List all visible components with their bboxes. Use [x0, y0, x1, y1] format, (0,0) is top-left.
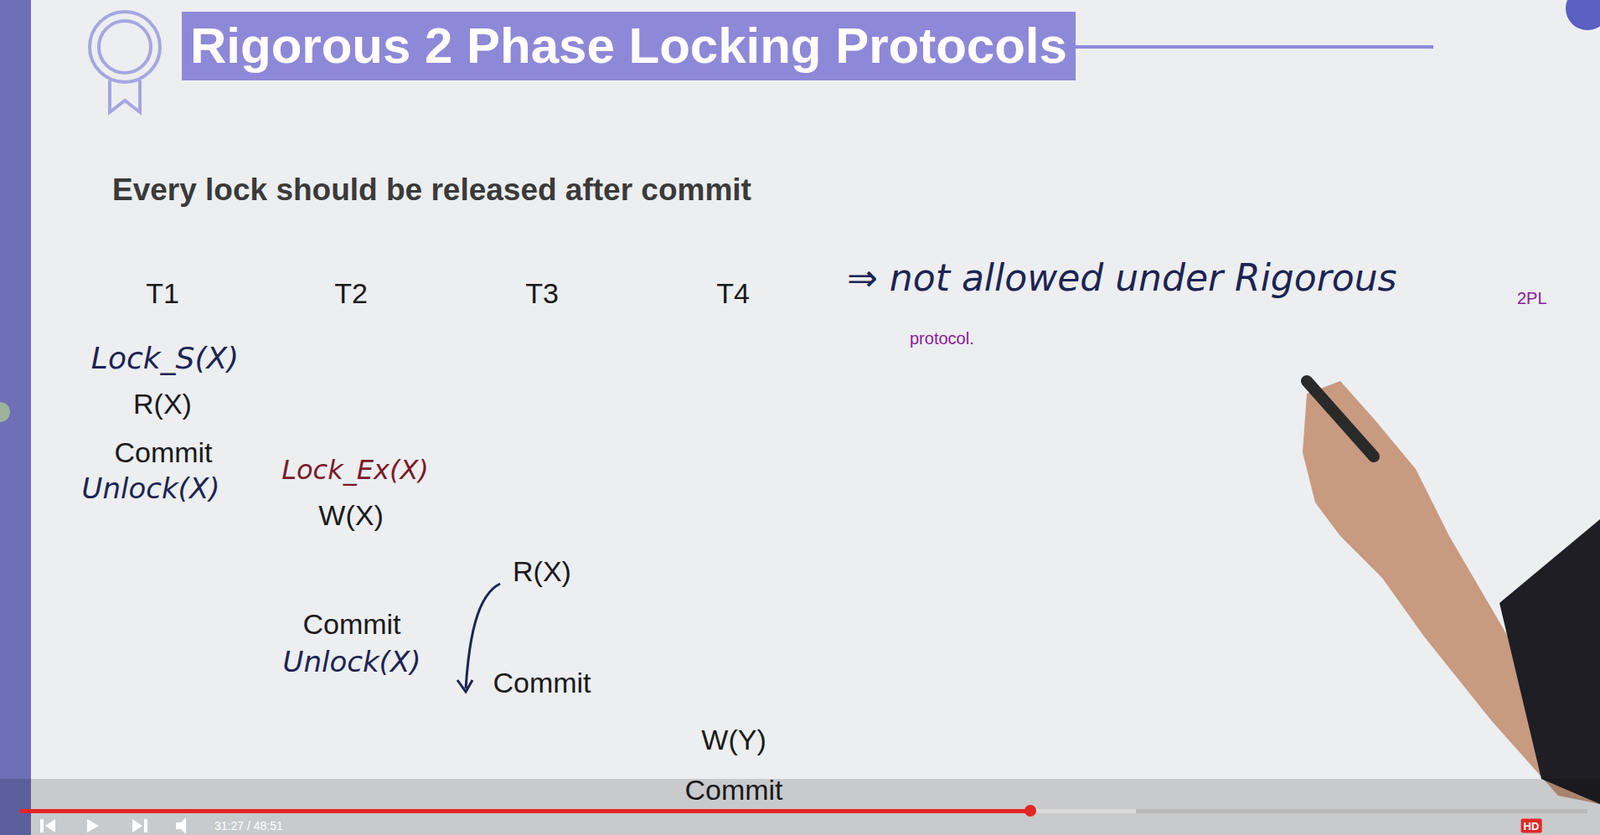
presenter-hand	[1302, 381, 1600, 805]
progress-bar	[20, 809, 1031, 814]
progress-knob	[1024, 805, 1037, 817]
lock-op: Lock_S(X)	[91, 343, 239, 374]
note-suffix: protocol.	[909, 330, 975, 347]
write-op: W(X)	[318, 500, 383, 530]
player-controls	[40, 817, 186, 835]
commit-op: Commit	[113, 438, 212, 467]
unlock-op: Unlock(X)	[283, 647, 422, 677]
unlock-op: Unlock(X)	[82, 474, 221, 503]
handwritten-note: ⇒ not allowed under Rigorous	[846, 259, 1398, 297]
arrow-head	[457, 680, 473, 692]
title-rule	[1075, 45, 1434, 49]
progress-track	[20, 809, 1588, 814]
transaction-name: T2	[334, 278, 368, 308]
commit-op: Commit	[302, 609, 401, 639]
commit-op: Commit	[492, 668, 591, 697]
ribbon-icon	[89, 11, 160, 113]
transaction-name: T4	[716, 278, 750, 308]
heading-note: Every lock should be released after comm…	[112, 174, 752, 206]
progress-buffer	[20, 809, 1136, 814]
edge-dot	[0, 402, 11, 423]
slide-title: Rigorous 2 Phase Locking Protocols	[181, 11, 1076, 81]
note-suffix: 2PL	[1517, 289, 1548, 307]
write-op: W(Y)	[701, 725, 766, 754]
quality-badge: HD	[1521, 819, 1543, 834]
transaction-name: T3	[525, 278, 559, 308]
player-shade	[0, 779, 1600, 835]
video-time: 31:27 / 48:51	[214, 820, 284, 832]
read-op: R(X)	[512, 557, 572, 586]
read-op: R(X)	[133, 389, 192, 419]
commit-op: Commit	[684, 775, 783, 805]
corner-shape	[1565, 0, 1600, 31]
lock-op: Lock_Ex(X)	[281, 456, 429, 484]
transaction-name: T1	[145, 278, 180, 308]
